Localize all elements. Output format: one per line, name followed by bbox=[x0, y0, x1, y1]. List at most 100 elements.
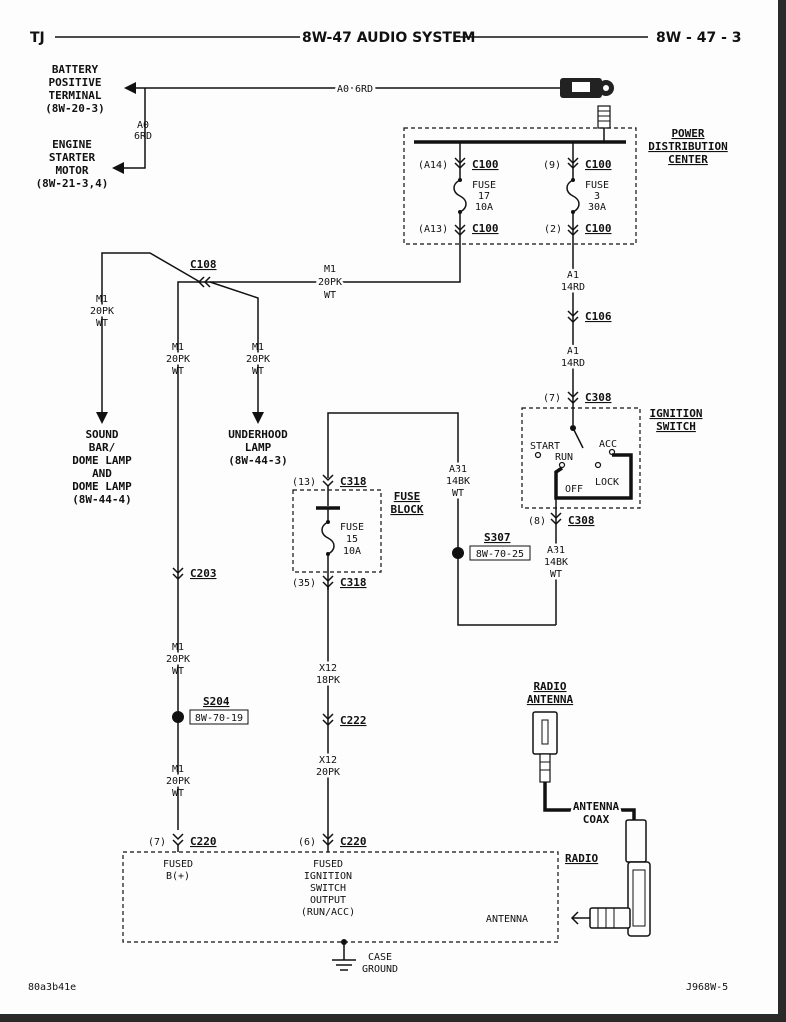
svg-text:IGNITION: IGNITION bbox=[650, 407, 703, 420]
case-ground-icon bbox=[332, 939, 356, 971]
svg-text:20PK: 20PK bbox=[246, 354, 270, 365]
starter-label: ENGINE STARTER MOTOR (8W-21-3,4) bbox=[36, 138, 109, 190]
svg-text:POSITIVE: POSITIVE bbox=[49, 76, 102, 89]
svg-text:(8W-44-4): (8W-44-4) bbox=[72, 493, 132, 506]
underhood-lamp-label: UNDERHOOD LAMP (8W-44-3) bbox=[228, 428, 288, 467]
svg-text:C308: C308 bbox=[585, 391, 612, 404]
ignition-switch-contacts: START RUN ACC OFF LOCK bbox=[530, 408, 633, 500]
svg-text:ACC: ACC bbox=[599, 439, 617, 450]
connector-c222: C222 bbox=[322, 713, 367, 727]
battery-wire-label: A0 6RD bbox=[337, 84, 373, 95]
svg-text:IGNITION: IGNITION bbox=[304, 871, 352, 882]
footer-right-code: J968W-5 bbox=[686, 982, 728, 993]
svg-text:(8): (8) bbox=[528, 516, 546, 527]
svg-text:X12: X12 bbox=[319, 663, 337, 674]
svg-text:POWER: POWER bbox=[671, 127, 704, 140]
svg-text:CASE: CASE bbox=[368, 952, 392, 963]
svg-text:AND: AND bbox=[92, 467, 112, 480]
svg-text:10A: 10A bbox=[475, 202, 493, 213]
svg-text:M1: M1 bbox=[172, 642, 184, 653]
svg-text:15: 15 bbox=[346, 534, 358, 545]
svg-text:S307: S307 bbox=[484, 531, 511, 544]
svg-text:TERMINAL: TERMINAL bbox=[49, 89, 102, 102]
wire-m1-feed bbox=[200, 240, 461, 283]
radio-box bbox=[122, 851, 559, 943]
svg-text:8W-70-19: 8W-70-19 bbox=[195, 713, 243, 724]
fuse-block-box bbox=[292, 489, 382, 573]
radio-antenna-input-label: ANTENNA bbox=[486, 914, 528, 925]
wire-m1-underhood bbox=[209, 281, 264, 424]
svg-text:A1: A1 bbox=[567, 270, 579, 281]
scan-border-right bbox=[778, 0, 786, 1022]
svg-text:A0: A0 bbox=[137, 120, 149, 131]
sound-bar-dome-lamp-label: SOUND BAR/ DOME LAMP AND DOME LAMP (8W-4… bbox=[72, 428, 132, 506]
svg-text:RUN: RUN bbox=[555, 452, 573, 463]
svg-text:WT: WT bbox=[96, 318, 108, 329]
svg-text:ANTENNA: ANTENNA bbox=[573, 800, 620, 813]
ignition-switch-label: IGNITION SWITCH bbox=[650, 407, 703, 433]
connector-c220-left: (7) C220 bbox=[148, 833, 217, 848]
svg-text:(8W-20-3): (8W-20-3) bbox=[45, 102, 105, 115]
svg-text:C220: C220 bbox=[340, 835, 367, 848]
svg-text:(A14): (A14) bbox=[418, 160, 448, 171]
svg-text:(8W-44-3): (8W-44-3) bbox=[228, 454, 288, 467]
svg-text:WT: WT bbox=[550, 569, 562, 580]
ignition-switch-box bbox=[521, 407, 641, 509]
splice-s307: S307 8W-70-25 bbox=[452, 531, 531, 561]
svg-text:C100: C100 bbox=[585, 158, 612, 171]
svg-text:C318: C318 bbox=[340, 475, 367, 488]
svg-text:20PK: 20PK bbox=[316, 767, 340, 778]
svg-text:COAX: COAX bbox=[583, 813, 610, 826]
svg-text:X12: X12 bbox=[319, 755, 337, 766]
svg-text:6RD: 6RD bbox=[134, 131, 152, 142]
svg-text:M1: M1 bbox=[172, 764, 184, 775]
svg-text:MOTOR: MOTOR bbox=[55, 164, 88, 177]
svg-text:OFF: OFF bbox=[565, 484, 583, 495]
svg-text:C308: C308 bbox=[568, 514, 595, 527]
connector-c220-right: (6) C220 bbox=[298, 833, 367, 848]
svg-text:C318: C318 bbox=[340, 576, 367, 589]
svg-text:A1: A1 bbox=[567, 346, 579, 357]
svg-text:SWITCH: SWITCH bbox=[310, 883, 346, 894]
svg-text:(2): (2) bbox=[544, 224, 562, 235]
svg-text:M1: M1 bbox=[96, 294, 108, 305]
svg-text:C106: C106 bbox=[585, 310, 612, 323]
footer-left-code: 80a3b41e bbox=[28, 982, 76, 993]
connector-c203: C203 bbox=[172, 567, 217, 581]
svg-text:(7): (7) bbox=[543, 393, 561, 404]
antenna-coax-label: ANTENNA COAX bbox=[571, 798, 622, 826]
svg-text:LAMP: LAMP bbox=[245, 441, 272, 454]
svg-text:START: START bbox=[530, 441, 560, 452]
wire-a31 bbox=[327, 412, 556, 626]
antenna-connector-icon bbox=[570, 819, 651, 937]
radio-title: RADIO bbox=[565, 852, 598, 865]
splice-s204: S204 8W-70-19 bbox=[172, 695, 249, 725]
fuse-block-label: FUSE BLOCK bbox=[390, 490, 423, 516]
svg-text:SWITCH: SWITCH bbox=[656, 420, 696, 433]
svg-text:WT: WT bbox=[252, 366, 264, 377]
starter-cable bbox=[112, 88, 146, 174]
svg-text:(8W-21-3,4): (8W-21-3,4) bbox=[36, 177, 109, 190]
svg-text:LOCK: LOCK bbox=[595, 477, 619, 488]
svg-text:BLOCK: BLOCK bbox=[390, 503, 423, 516]
svg-text:GROUND: GROUND bbox=[362, 964, 398, 975]
pdc-box bbox=[403, 127, 637, 245]
svg-text:FUSE: FUSE bbox=[585, 180, 609, 191]
svg-text:ENGINE: ENGINE bbox=[52, 138, 92, 151]
radio-antenna-label: RADIO ANTENNA bbox=[527, 680, 574, 706]
svg-text:14RD: 14RD bbox=[561, 358, 585, 369]
connector-c308-top: (7) C308 bbox=[543, 391, 612, 405]
svg-text:30A: 30A bbox=[588, 202, 606, 213]
wire-m1-main bbox=[177, 281, 199, 560]
svg-text:CENTER: CENTER bbox=[668, 153, 708, 166]
svg-text:DOME LAMP: DOME LAMP bbox=[72, 454, 132, 467]
header-page-number: 8W - 47 - 3 bbox=[656, 30, 742, 46]
svg-text:M1: M1 bbox=[172, 342, 184, 353]
svg-text:WT: WT bbox=[172, 788, 184, 799]
svg-text:WT: WT bbox=[172, 666, 184, 677]
svg-text:10A: 10A bbox=[343, 546, 361, 557]
svg-text:BATTERY: BATTERY bbox=[52, 63, 99, 76]
svg-text:(6): (6) bbox=[298, 837, 316, 848]
svg-text:WT: WT bbox=[172, 366, 184, 377]
